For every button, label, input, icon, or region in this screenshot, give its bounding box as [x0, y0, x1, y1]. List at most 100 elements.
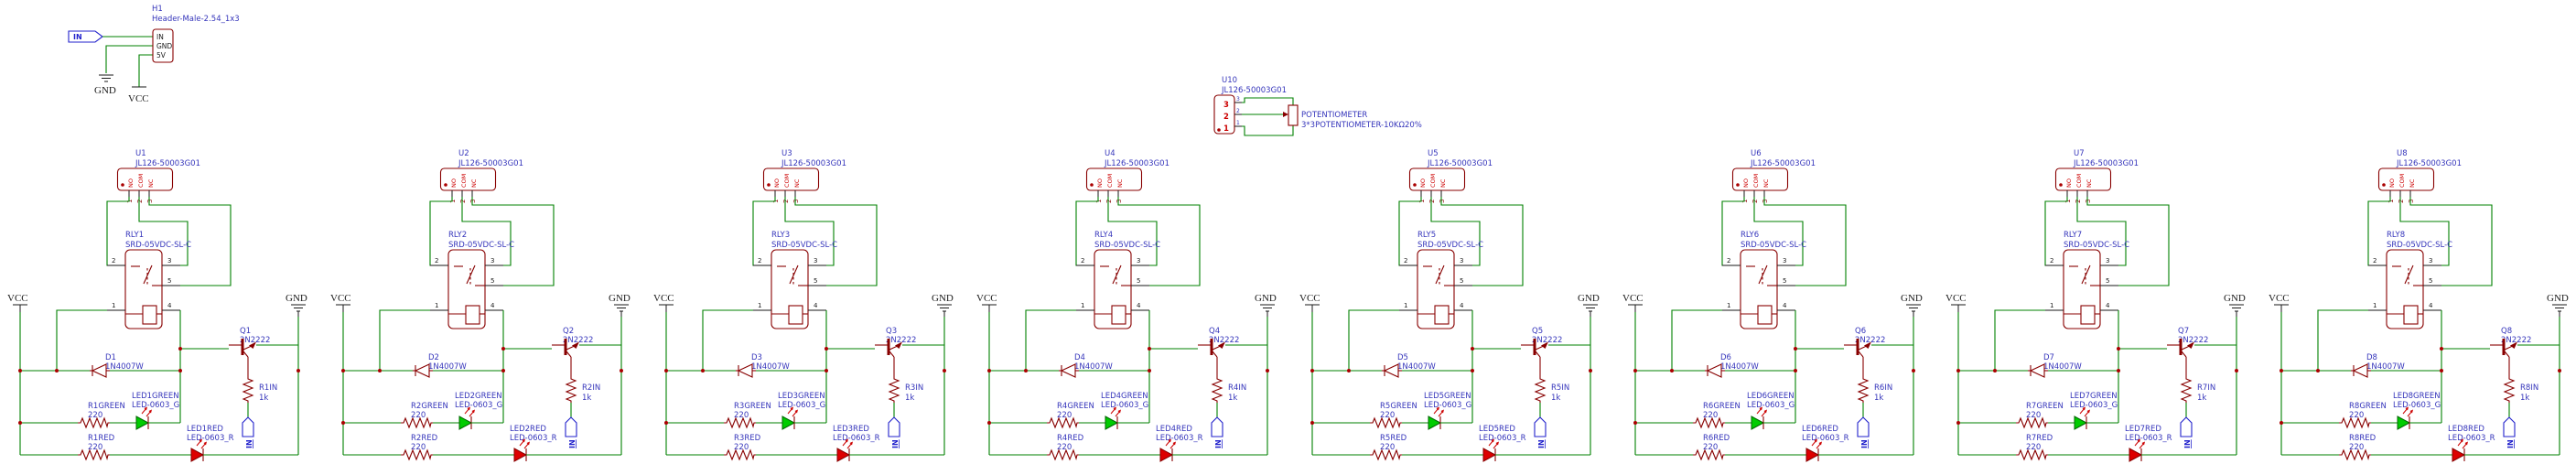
- red-led-symbol[interactable]: LED6RED LED-0603_R: [1802, 425, 1913, 462]
- resistor-green-symbol[interactable]: R5GREEN 220: [1312, 402, 1428, 429]
- connector-symbol[interactable]: U6 JL126-50003G01 NO COM NC 1 2 3: [1731, 149, 1816, 203]
- base-resistor-symbol[interactable]: R8IN 1k: [2503, 377, 2538, 417]
- wire[interactable]: [342, 309, 552, 455]
- vcc-flag[interactable]: VCC: [976, 293, 997, 312]
- resistor-green-symbol[interactable]: R4GREEN 220: [989, 402, 1105, 429]
- npn-transistor-symbol[interactable]: Q2 2N2222: [552, 327, 621, 377]
- wire[interactable]: [2280, 309, 2490, 455]
- green-led-symbol[interactable]: LED2GREEN LED-0603_G: [455, 392, 503, 430]
- connector-symbol[interactable]: U5 JL126-50003G01 NO COM NC 1 2 3: [1408, 149, 1493, 203]
- gnd-flag[interactable]: GND: [94, 74, 116, 96]
- vcc-flag[interactable]: VCC: [1945, 293, 1967, 312]
- flyback-diode-symbol[interactable]: D2 1N4007W: [343, 353, 503, 378]
- wire[interactable]: [988, 309, 1198, 455]
- relay-symbol[interactable]: RLY6 SRD-05VDC-SL-C 2 3 5 1 4: [1722, 231, 1806, 329]
- vcc-flag[interactable]: VCC: [2269, 293, 2290, 312]
- gnd-flag[interactable]: GND: [2224, 293, 2246, 317]
- base-resistor-symbol[interactable]: R7IN 1k: [2180, 377, 2215, 417]
- resistor-red-symbol[interactable]: R4RED 220: [989, 434, 1160, 461]
- gnd-flag[interactable]: GND: [286, 293, 307, 317]
- gnd-flag[interactable]: GND: [932, 293, 954, 317]
- npn-transistor-symbol[interactable]: Q6 2N2222: [1844, 327, 1913, 377]
- in-port[interactable]: IN: [1211, 416, 1223, 448]
- green-led-symbol[interactable]: LED8GREEN LED-0603_G: [2393, 392, 2441, 430]
- resistor-red-symbol[interactable]: R3RED 220: [666, 434, 837, 461]
- red-led-symbol[interactable]: LED1RED LED-0603_R: [187, 425, 298, 462]
- green-led-symbol[interactable]: LED1GREEN LED-0603_G: [132, 392, 180, 430]
- flyback-diode-symbol[interactable]: D7 1N4007W: [1958, 353, 2118, 378]
- in-port[interactable]: IN: [68, 30, 103, 43]
- base-resistor-symbol[interactable]: R1IN 1k: [242, 377, 277, 417]
- resistor-red-symbol[interactable]: R1RED 220: [20, 434, 191, 461]
- in-port[interactable]: IN: [1534, 416, 1547, 448]
- connector-symbol[interactable]: U1 JL126-50003G01 NO COM NC 1 2 3: [116, 149, 200, 203]
- base-resistor-symbol[interactable]: R5IN 1k: [1534, 377, 1569, 417]
- connector-symbol[interactable]: U8 JL126-50003G01 NO COM NC 1 2 3: [2377, 149, 2462, 203]
- red-led-symbol[interactable]: LED3RED LED-0603_R: [833, 425, 944, 462]
- flyback-diode-symbol[interactable]: D1 1N4007W: [20, 353, 180, 378]
- flyback-diode-symbol[interactable]: D3 1N4007W: [666, 353, 826, 378]
- wire[interactable]: [1311, 309, 1521, 455]
- npn-transistor-symbol[interactable]: Q3 2N2222: [875, 327, 944, 377]
- connector-symbol[interactable]: U7 JL126-50003G01 NO COM NC 1 2 3: [2054, 149, 2139, 203]
- red-led-symbol[interactable]: LED2RED LED-0603_R: [510, 425, 621, 462]
- green-led-symbol[interactable]: LED6GREEN LED-0603_G: [1747, 392, 1795, 430]
- resistor-green-symbol[interactable]: R8GREEN 220: [2281, 402, 2398, 429]
- in-port[interactable]: IN: [888, 416, 900, 448]
- connector-symbol[interactable]: U4 JL126-50003G01 NO COM NC 1 2 3: [1085, 149, 1169, 203]
- base-resistor-symbol[interactable]: R4IN 1k: [1211, 377, 1246, 417]
- wire[interactable]: [102, 36, 153, 87]
- resistor-red-symbol[interactable]: R5RED 220: [1312, 434, 1483, 461]
- green-led-symbol[interactable]: LED5GREEN LED-0603_G: [1424, 392, 1472, 430]
- flyback-diode-symbol[interactable]: D6 1N4007W: [1635, 353, 1795, 378]
- resistor-red-symbol[interactable]: R2RED 220: [343, 434, 514, 461]
- red-led-symbol[interactable]: LED5RED LED-0603_R: [1479, 425, 1590, 462]
- relay-symbol[interactable]: RLY1 SRD-05VDC-SL-C 2 3 5 1 4: [107, 231, 191, 329]
- in-port[interactable]: IN: [565, 416, 577, 448]
- vcc-flag[interactable]: VCC: [1299, 293, 1320, 312]
- connector-symbol[interactable]: U2 JL126-50003G01 NO COM NC 1 2 3: [439, 149, 523, 203]
- connector-symbol[interactable]: U3 JL126-50003G01 NO COM NC 1 2 3: [762, 149, 846, 203]
- wire[interactable]: [1957, 309, 2167, 455]
- gnd-flag[interactable]: GND: [1578, 293, 1600, 317]
- red-led-symbol[interactable]: LED4RED LED-0603_R: [1156, 425, 1267, 462]
- potentiometer-symbol[interactable]: POTENTIOMETER 3*3POTENTIOMETER-10KΩ20%: [1288, 104, 1422, 130]
- gnd-flag[interactable]: GND: [1255, 293, 1277, 317]
- npn-transistor-symbol[interactable]: Q4 2N2222: [1198, 327, 1267, 377]
- gnd-flag[interactable]: GND: [609, 293, 631, 317]
- in-port[interactable]: IN: [242, 416, 254, 448]
- resistor-red-symbol[interactable]: R8RED 220: [2281, 434, 2452, 461]
- relay-symbol[interactable]: RLY2 SRD-05VDC-SL-C 2 3 5 1 4: [430, 231, 514, 329]
- flyback-diode-symbol[interactable]: D8 1N4007W: [2281, 353, 2441, 378]
- base-resistor-symbol[interactable]: R3IN 1k: [888, 377, 923, 417]
- base-resistor-symbol[interactable]: R2IN 1k: [565, 377, 600, 417]
- vcc-flag[interactable]: VCC: [128, 86, 149, 104]
- npn-transistor-symbol[interactable]: Q1 2N2222: [229, 327, 298, 377]
- wire[interactable]: [1242, 97, 1294, 136]
- in-port[interactable]: IN: [1857, 416, 1870, 448]
- relay-symbol[interactable]: RLY7 SRD-05VDC-SL-C 2 3 5 1 4: [2045, 231, 2129, 329]
- flyback-diode-symbol[interactable]: D4 1N4007W: [989, 353, 1149, 378]
- vcc-flag[interactable]: VCC: [653, 293, 674, 312]
- green-led-symbol[interactable]: LED7GREEN LED-0603_G: [2070, 392, 2118, 430]
- resistor-green-symbol[interactable]: R1GREEN 220: [20, 402, 136, 429]
- vcc-flag[interactable]: VCC: [330, 293, 351, 312]
- npn-transistor-symbol[interactable]: Q8 2N2222: [2490, 327, 2560, 377]
- relay-symbol[interactable]: RLY4 SRD-05VDC-SL-C 2 3 5 1 4: [1076, 231, 1160, 329]
- red-led-symbol[interactable]: LED8RED LED-0603_R: [2448, 425, 2560, 462]
- resistor-red-symbol[interactable]: R6RED 220: [1635, 434, 1806, 461]
- relay-symbol[interactable]: RLY3 SRD-05VDC-SL-C 2 3 5 1 4: [753, 231, 837, 329]
- base-resistor-symbol[interactable]: R6IN 1k: [1857, 377, 1892, 417]
- wire[interactable]: [665, 309, 875, 455]
- flyback-diode-symbol[interactable]: D5 1N4007W: [1312, 353, 1472, 378]
- resistor-green-symbol[interactable]: R7GREEN 220: [1958, 402, 2075, 429]
- red-led-symbol[interactable]: LED7RED LED-0603_R: [2125, 425, 2236, 462]
- green-led-symbol[interactable]: LED3GREEN LED-0603_G: [778, 392, 826, 430]
- resistor-red-symbol[interactable]: R7RED 220: [1958, 434, 2129, 461]
- npn-transistor-symbol[interactable]: Q7 2N2222: [2167, 327, 2236, 377]
- relay-symbol[interactable]: RLY8 SRD-05VDC-SL-C 2 3 5 1 4: [2368, 231, 2452, 329]
- resistor-green-symbol[interactable]: R3GREEN 220: [666, 402, 782, 429]
- green-led-symbol[interactable]: LED4GREEN LED-0603_G: [1101, 392, 1149, 430]
- header-connector-symbol[interactable]: H1 Header-Male-2.54_1x3 IN GND 5V: [152, 5, 240, 63]
- vcc-flag[interactable]: VCC: [1622, 293, 1644, 312]
